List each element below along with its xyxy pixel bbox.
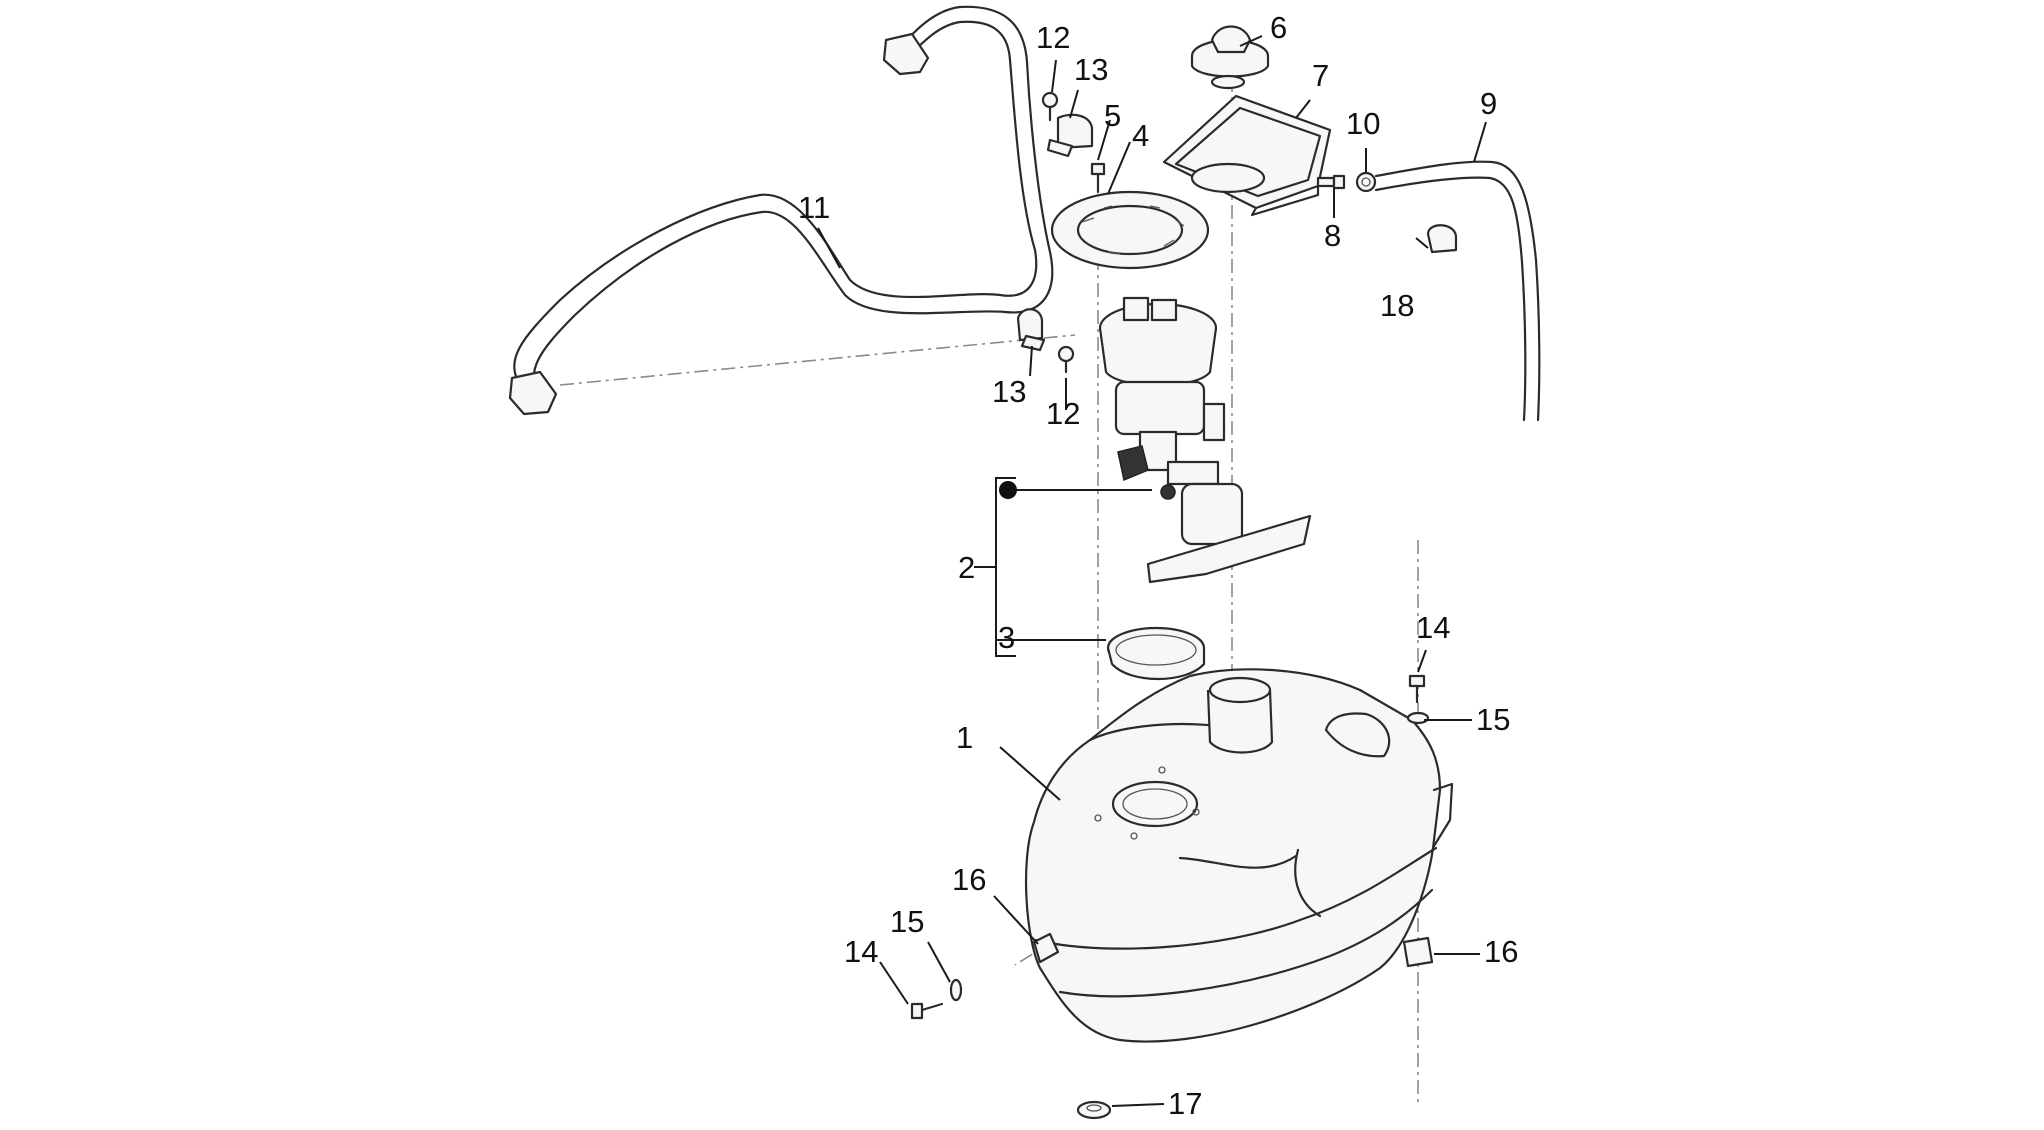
callout-12-lower: 12 xyxy=(1046,396,1080,431)
callout-13-upper: 13 xyxy=(1074,52,1108,87)
fuel-tank xyxy=(1024,668,1454,1043)
clamp-upper xyxy=(1046,113,1094,158)
washer-right xyxy=(1406,711,1430,725)
callout-15-right: 15 xyxy=(1476,702,1510,737)
callout-3: 3 xyxy=(998,620,1015,655)
bolt xyxy=(1090,162,1106,194)
callout-5: 5 xyxy=(1104,98,1121,133)
fuel-hose xyxy=(508,5,1054,416)
hose-clip xyxy=(1355,171,1377,193)
callout-labels: 1 2 3 4 5 6 7 8 9 10 11 12 12 13 13 14 1… xyxy=(798,10,1518,1121)
callout-11: 11 xyxy=(798,190,830,225)
filler-tray xyxy=(1162,94,1332,217)
callout-6: 6 xyxy=(1270,10,1287,45)
grommet xyxy=(1076,1100,1112,1120)
callout-8: 8 xyxy=(1324,218,1341,253)
screw-upper xyxy=(1041,91,1059,122)
gasket xyxy=(1106,626,1206,680)
callout-13-lower: 13 xyxy=(992,374,1026,409)
callout-10: 10 xyxy=(1346,106,1380,141)
washer-left xyxy=(949,978,963,1002)
callout-2: 2 xyxy=(958,550,975,585)
callout-16-right: 16 xyxy=(1484,934,1518,969)
callout-9: 9 xyxy=(1480,86,1497,121)
clip-left xyxy=(1032,932,1060,964)
callout-7: 7 xyxy=(1312,58,1329,93)
drain-nipple xyxy=(1316,174,1346,190)
callout-14-right: 14 xyxy=(1416,610,1450,645)
leader-lines xyxy=(817,35,1487,1107)
fuel-cap xyxy=(1190,25,1270,90)
callout-14-left: 14 xyxy=(844,934,878,969)
bolt-right xyxy=(1408,674,1426,704)
assembly-bracket xyxy=(974,477,1017,657)
drain-hose xyxy=(1374,160,1541,422)
bolt-left xyxy=(910,1002,944,1020)
callout-1: 1 xyxy=(956,720,973,755)
screw-lower xyxy=(1057,345,1075,374)
assembly-marker-dot xyxy=(999,481,1017,499)
callout-12-upper: 12 xyxy=(1036,20,1070,55)
speed-nut xyxy=(1402,936,1434,968)
fuel-pump-assembly xyxy=(1098,296,1312,584)
callout-16-left: 16 xyxy=(952,862,986,897)
callout-17: 17 xyxy=(1168,1086,1202,1121)
ring-nut xyxy=(1050,190,1210,270)
callout-4: 4 xyxy=(1132,118,1149,153)
callout-15-left: 15 xyxy=(890,904,924,939)
callout-18: 18 xyxy=(1380,288,1414,323)
clamp-lower xyxy=(1016,308,1046,352)
hose-clamp xyxy=(1426,224,1458,254)
